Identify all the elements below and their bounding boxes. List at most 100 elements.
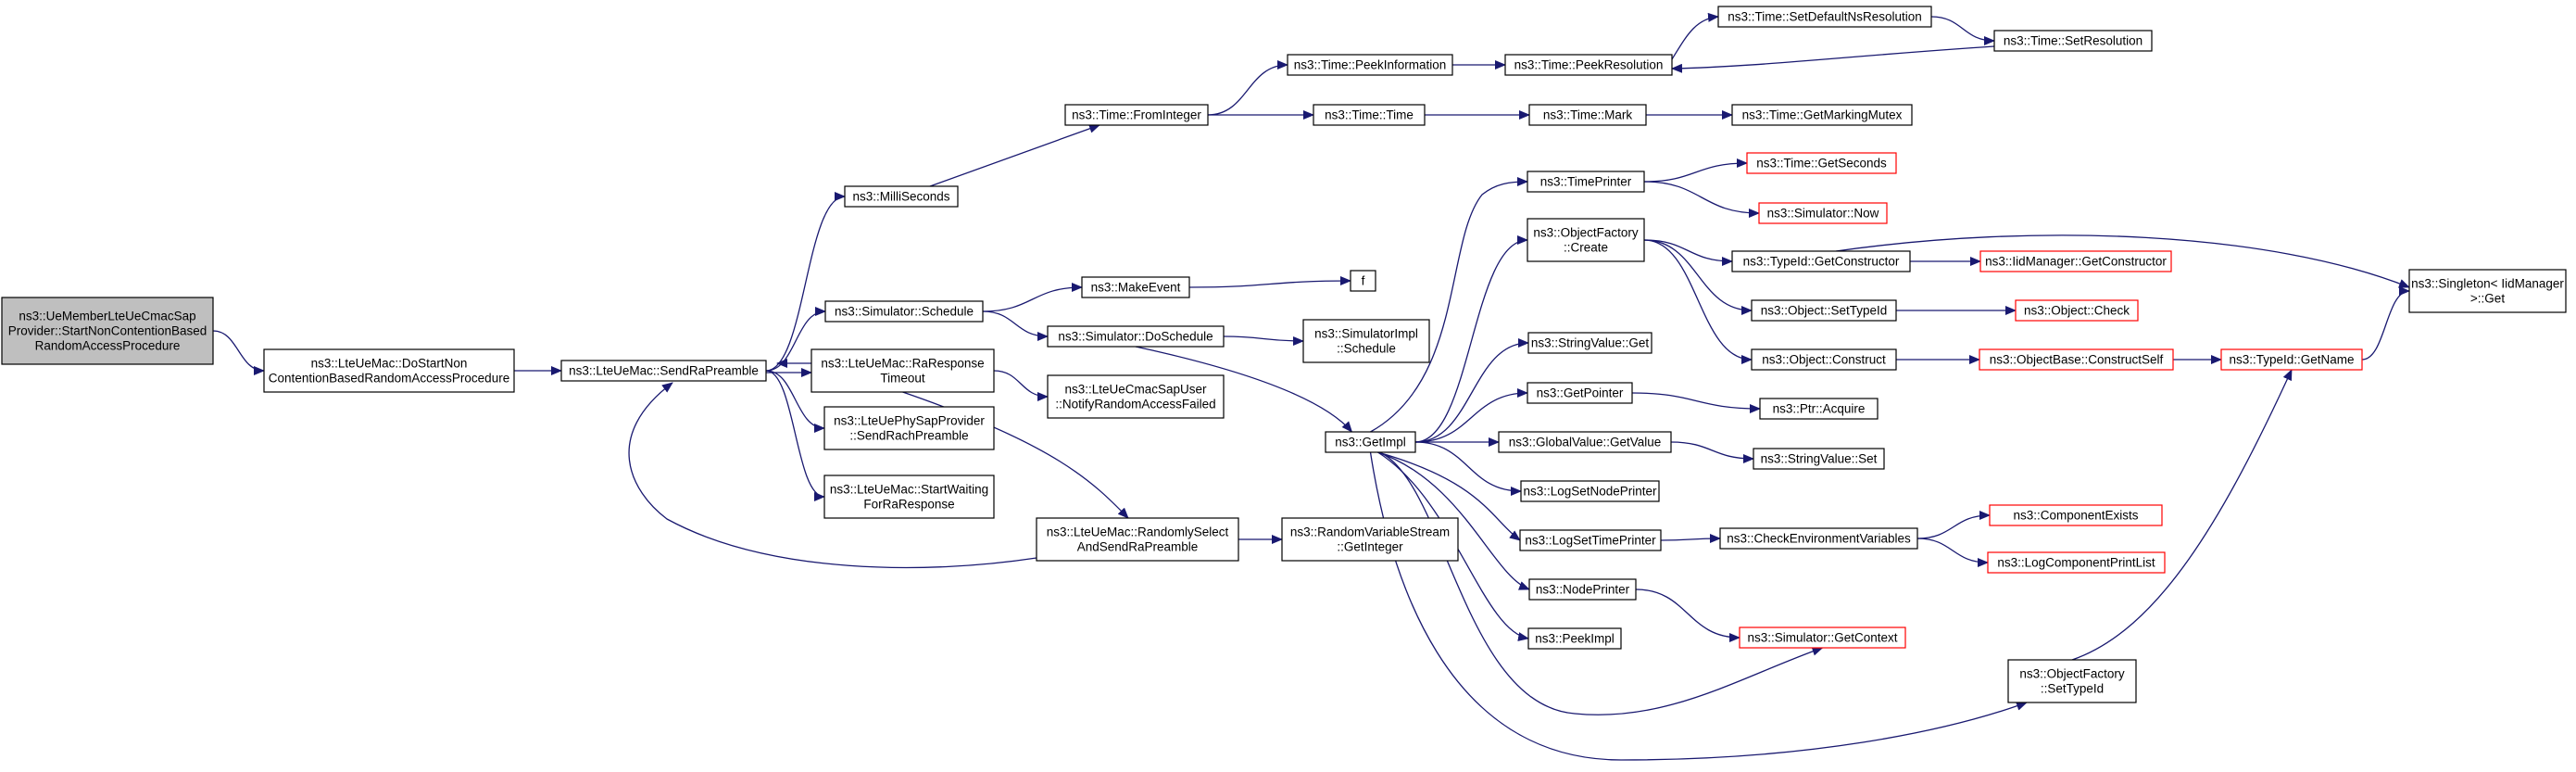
node-label: ns3::ObjectFactory <box>1533 225 1639 239</box>
node-n40[interactable]: ns3::CheckEnvironmentVariables <box>1719 527 1918 550</box>
node-n29[interactable]: ns3::LogSetNodePrinter <box>1520 480 1660 502</box>
node-n21[interactable]: ns3::Time::SetResolution <box>1993 30 2153 52</box>
node-n35[interactable]: ns3::TypeId::GetConstructor <box>1731 250 1911 272</box>
node-n38[interactable]: ns3::Ptr::Acquire <box>1759 398 1879 420</box>
node-n4[interactable]: ns3::Simulator::Schedule <box>824 300 984 323</box>
node-label: ns3::LogSetNodePrinter <box>1523 484 1657 498</box>
node-n2[interactable]: ns3::LteUeMac::SendRaPreamble <box>560 360 767 382</box>
node-box <box>823 406 995 450</box>
node-label: ns3::LteUeMac::RandomlySelect <box>1047 525 1229 538</box>
node-label: ns3::ObjectFactory <box>2019 666 2125 680</box>
edge-n3-n8 <box>929 124 1100 187</box>
node-label: ns3::Time::Mark <box>1543 108 1633 121</box>
node-n42[interactable]: ns3::ObjectFactory::SetTypeId <box>2007 659 2137 703</box>
node-n24[interactable]: ns3::TimePrinter <box>1527 171 1645 193</box>
node-box <box>1325 431 1416 453</box>
node-n48[interactable]: ns3::TypeId::GetName <box>2220 348 2363 371</box>
node-label: ns3::Time::SetDefaultNsResolution <box>1728 9 1922 23</box>
node-n17[interactable]: ns3::GetImpl <box>1325 431 1416 453</box>
node-n25[interactable]: ns3::ObjectFactory::Create <box>1527 218 1645 262</box>
node-n14[interactable]: ns3::Time::Time <box>1313 104 1426 126</box>
node-n10[interactable]: ns3::Simulator::DoSchedule <box>1047 325 1225 348</box>
node-n44[interactable]: ns3::Object::Check <box>2015 299 2139 322</box>
node-label: ns3::GlobalValue::GetValue <box>1509 435 1662 449</box>
node-label: ns3::LteUeMac::DoStartNon <box>311 356 468 370</box>
node-n46[interactable]: ns3::ComponentExists <box>1989 504 2163 526</box>
node-n1[interactable]: ns3::LteUeMac::DoStartNonContentionBased… <box>263 348 515 393</box>
node-box <box>1047 374 1225 419</box>
nodes: ns3::UeMemberLteUeCmacSapProvider::Start… <box>1 6 2567 703</box>
node-n27[interactable]: ns3::GetPointer <box>1527 382 1633 404</box>
node-n32[interactable]: ns3::PeekImpl <box>1527 627 1622 650</box>
node-n34[interactable]: ns3::Simulator::Now <box>1758 202 1888 224</box>
node-box <box>1 297 214 365</box>
edge-n24-n34 <box>1643 181 1760 218</box>
node-n6[interactable]: ns3::LteUePhySapProvider::SendRachPreamb… <box>823 406 995 450</box>
node-box <box>1528 578 1637 601</box>
edge-n4-n9 <box>982 283 1083 312</box>
node-n22[interactable]: ns3::Time::Mark <box>1528 104 1647 126</box>
edge-n2-n3 <box>765 192 846 372</box>
node-n28[interactable]: ns3::GlobalValue::GetValue <box>1498 431 1672 453</box>
edge-n40-n46 <box>1916 511 1991 539</box>
node-n13[interactable]: ns3::Time::PeekInformation <box>1287 54 1453 76</box>
node-box <box>1753 448 1885 470</box>
node-n31[interactable]: ns3::NodePrinter <box>1528 578 1637 601</box>
node-n12[interactable]: ns3::LteUeMac::RandomlySelectAndSendRaPr… <box>1036 517 1239 562</box>
node-n20[interactable]: ns3::Time::PeekResolution <box>1504 54 1673 76</box>
node-label: ns3::RandomVariableStream <box>1290 525 1450 538</box>
node-label: RandomAccessProcedure <box>35 338 181 352</box>
node-n33[interactable]: ns3::Time::GetSeconds <box>1746 152 1897 174</box>
edge-n17-n27 <box>1414 388 1528 443</box>
node-box <box>1739 626 1906 649</box>
node-n19[interactable]: ns3::Time::SetDefaultNsResolution <box>1717 6 1932 28</box>
node-n36[interactable]: ns3::Object::SetTypeId <box>1751 299 1897 322</box>
node-box <box>1302 319 1430 363</box>
node-n11[interactable]: ns3::LteUeCmacSapUser::NotifyRandomAcces… <box>1047 374 1225 419</box>
node-label: ns3::LteUeMac::SendRaPreamble <box>569 363 759 377</box>
node-label: AndSendRaPreamble <box>1077 539 1199 553</box>
node-n47[interactable]: ns3::LogComponentPrintList <box>1987 551 2166 574</box>
node-n3[interactable]: ns3::MilliSeconds <box>844 185 959 208</box>
edge-n17-n29 <box>1414 441 1522 496</box>
node-n23[interactable]: ns3::Time::GetMarkingMutex <box>1731 104 1913 126</box>
node-n18[interactable]: ns3::RandomVariableStream::GetInteger <box>1281 517 1459 562</box>
node-box <box>1987 551 2166 574</box>
node-box <box>1527 171 1645 193</box>
edge-n17-n41 <box>1379 451 1824 715</box>
node-n0[interactable]: ns3::UeMemberLteUeCmacSapProvider::Start… <box>1 297 214 365</box>
node-n9[interactable]: ns3::MakeEvent <box>1081 276 1190 298</box>
edge-n10-n16 <box>1223 335 1304 346</box>
node-label: ns3::LogComponentPrintList <box>1997 555 2155 569</box>
node-label: ns3::Time::PeekResolution <box>1514 57 1664 71</box>
node-box <box>1064 104 1209 126</box>
node-n39[interactable]: ns3::StringValue::Set <box>1753 448 1885 470</box>
edges <box>212 12 2410 761</box>
node-box <box>1281 517 1459 562</box>
node-n26[interactable]: ns3::StringValue::Get <box>1527 332 1652 354</box>
edge-n17-n42 <box>1369 451 2028 761</box>
node-n45[interactable]: ns3::ObjectBase::ConstructSelf <box>1979 348 2174 371</box>
node-label: ns3::MilliSeconds <box>852 189 949 203</box>
node-box <box>824 300 984 323</box>
node-n49[interactable]: ns3::Singleton< IidManager>::Get <box>2408 269 2567 313</box>
node-box <box>1519 529 1662 551</box>
node-n15[interactable]: f <box>1350 270 1376 292</box>
node-n41[interactable]: ns3::Simulator::GetContext <box>1739 626 1906 649</box>
node-n8[interactable]: ns3::Time::FromInteger <box>1064 104 1209 126</box>
node-label: Provider::StartNonContentionBased <box>8 323 207 337</box>
node-box <box>1527 627 1622 650</box>
node-box <box>1036 517 1239 562</box>
edge-n17-n24 <box>1370 177 1528 433</box>
node-box <box>2007 659 2137 703</box>
node-n43[interactable]: ns3::IidManager::GetConstructor <box>1979 250 2172 272</box>
node-n30[interactable]: ns3::LogSetTimePrinter <box>1519 529 1662 551</box>
node-label: ns3::Time::PeekInformation <box>1294 57 1447 71</box>
edge-n12-n2 <box>628 382 1037 569</box>
node-label: ns3::Time::GetMarkingMutex <box>1742 108 1903 121</box>
node-n16[interactable]: ns3::SimulatorImpl::Schedule <box>1302 319 1430 363</box>
node-n37[interactable]: ns3::Object::Construct <box>1751 348 1897 371</box>
edge-n19-n21 <box>1930 16 1995 45</box>
